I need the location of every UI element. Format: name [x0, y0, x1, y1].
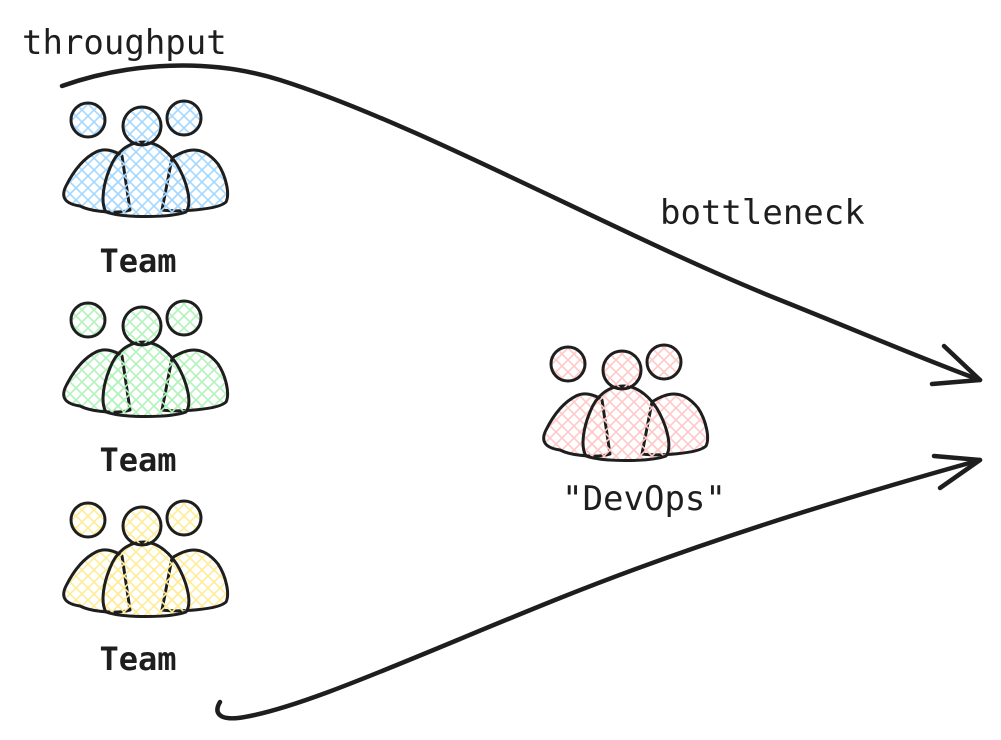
- people-icon: [62, 499, 230, 618]
- arrow-head-icon: [931, 453, 983, 491]
- throughput-arrow: [59, 63, 983, 387]
- people-icon: [542, 343, 710, 462]
- arrow-head-icon: [929, 343, 983, 387]
- team-group-2: Team: [62, 299, 230, 479]
- team-label: Team: [99, 242, 176, 280]
- people-icon: [62, 99, 230, 218]
- devops-group: "DevOps": [542, 343, 726, 519]
- throughput-arrow-line: [59, 63, 983, 383]
- team-label: Team: [99, 441, 176, 479]
- team-group-1: Team: [62, 99, 230, 280]
- team-group-3: Team: [62, 499, 230, 678]
- return-arrow: [215, 453, 983, 721]
- throughput-label: throughput: [22, 23, 227, 63]
- return-arrow-line: [215, 457, 983, 721]
- devops-label: "DevOps": [562, 479, 726, 519]
- team-label: Team: [99, 640, 176, 678]
- people-icon: [62, 299, 230, 418]
- bottleneck-label: bottleneck: [660, 193, 865, 233]
